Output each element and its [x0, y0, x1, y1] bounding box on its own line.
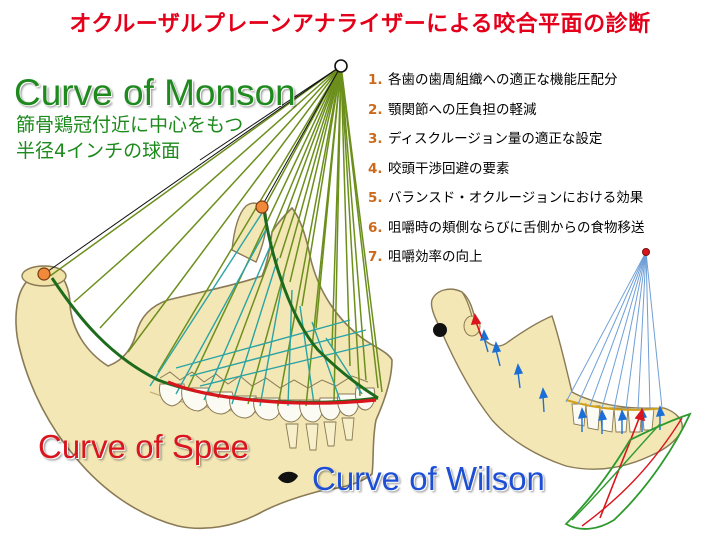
list-item: 4. 咬頭干渉回避の要素 — [368, 157, 645, 187]
monson-center-point — [334, 59, 348, 73]
curve-of-spee-label: Curve of Spee — [38, 428, 249, 465]
page-title: オクルーザルプレーンアナライザーによる咬合平面の診断 — [69, 12, 651, 37]
list-item: 1. 各歯の歯周組織への適正な機能圧配分 — [368, 68, 645, 98]
benefits-list: 1. 各歯の歯周組織への適正な機能圧配分 2. 顎関節への圧負担の軽減 3. ディスク… — [368, 68, 645, 275]
list-text: 咀嚼時の頬側ならびに舌側からの食物移送 — [388, 219, 645, 236]
red-arrows — [470, 313, 646, 519]
monson-desc-line-2: 半径4インチの球面 — [16, 140, 181, 162]
cross-arch-lines — [149, 209, 373, 407]
list-number: 3. — [368, 131, 383, 147]
monson-curve-right — [262, 209, 379, 400]
list-item: 3. ディスクルージョン量の適正な設定 — [368, 127, 645, 157]
list-item: 7. 咀嚼効率の向上 — [368, 245, 645, 275]
monson-description: 篩骨鶏冠付近に中心をもつ 半径4インチの球面 — [16, 112, 243, 164]
list-text: 顎関節への圧負担の軽減 — [388, 101, 537, 118]
monson-radius-lines — [49, 65, 383, 407]
wilson-center-point — [642, 248, 650, 256]
wilson-arch-outline — [564, 412, 692, 530]
wilson-curve — [565, 399, 665, 411]
list-item: 5. バランスド・オクルージョンにおける効果 — [368, 186, 645, 216]
monson-desc-line-1: 篩骨鶏冠付近に中心をもつ — [16, 114, 244, 136]
list-number: 7. — [368, 249, 383, 265]
list-number: 2. — [368, 101, 383, 118]
monson-outer-radius — [43, 65, 342, 275]
condyle-point-left — [37, 267, 51, 281]
spee-curve — [167, 380, 377, 405]
list-number: 4. — [368, 160, 383, 177]
wilson-arch-inner — [571, 423, 661, 521]
list-text: ディスクルージョン量の適正な設定 — [388, 131, 603, 147]
list-text: 各歯の歯周組織への適正な機能圧配分 — [388, 72, 618, 88]
mental-foramen — [278, 471, 298, 484]
list-number: 1. — [368, 72, 383, 88]
list-number: 6. — [368, 219, 383, 236]
wilson-radius-lines — [565, 251, 663, 410]
list-number: 5. — [368, 190, 383, 206]
lingual-cusps — [159, 371, 369, 389]
teeth-roots-left — [285, 417, 355, 451]
mandible-right — [430, 248, 692, 530]
condyle-point-right — [255, 200, 269, 214]
ear-canal-dot — [433, 323, 447, 337]
list-item: 6. 咀嚼時の頬側ならびに舌側からの食物移送 — [368, 216, 645, 246]
list-text: 咀嚼効率の向上 — [388, 249, 483, 265]
list-item: 2. 顎関節への圧負担の軽減 — [368, 98, 645, 128]
list-text: バランスド・オクルージョンにおける効果 — [388, 190, 644, 206]
curve-of-monson-label: Curve of Monson — [14, 72, 296, 113]
list-text: 咬頭干渉回避の要素 — [388, 160, 510, 177]
curve-of-wilson-label: Curve of Wilson — [312, 460, 545, 497]
mandible-body — [15, 206, 393, 530]
wilson-arch-outline-red — [581, 417, 683, 527]
